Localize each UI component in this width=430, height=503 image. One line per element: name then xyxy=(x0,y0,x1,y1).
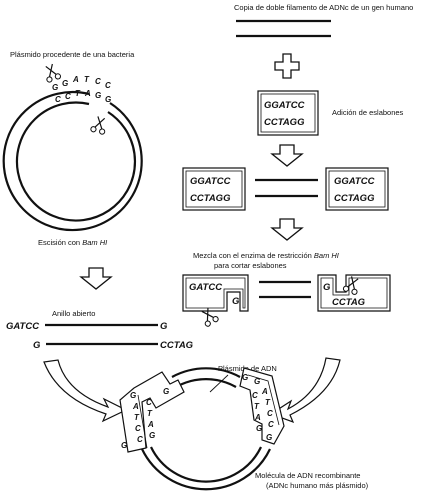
plasmid-top-letter: G xyxy=(62,79,68,88)
svg-text:G: G xyxy=(121,441,127,450)
right-box-bottom-seq: CCTAGG xyxy=(334,193,375,204)
leader-line xyxy=(209,374,229,393)
open-ring-bottom-g: G xyxy=(33,340,41,351)
open-ring-strands xyxy=(45,323,158,346)
plasmid-top-letter: C xyxy=(105,81,111,90)
scissors-icon-plasmid-top xyxy=(41,62,62,84)
plasmid-top-letter: A xyxy=(72,75,79,84)
open-ring-top-g: G xyxy=(160,321,168,332)
plus-icon xyxy=(274,53,300,79)
svg-text:A: A xyxy=(254,413,261,422)
plasmid-bottom-letter: G xyxy=(105,95,111,104)
svg-text:C: C xyxy=(267,409,273,418)
svg-text:G: G xyxy=(163,387,169,396)
cut-left-g: G xyxy=(232,296,240,307)
label-mix-line2: para cortar eslabones xyxy=(214,261,287,270)
svg-text:C: C xyxy=(135,424,141,433)
svg-text:C: C xyxy=(268,420,274,429)
ring-left-letters: G A T C C C T A G G G xyxy=(121,387,169,450)
left-box-top-seq: GGATCC xyxy=(190,176,231,187)
label-recombinant-line1: Molécula de ADN recombinante xyxy=(255,471,360,480)
svg-text:A: A xyxy=(147,420,154,429)
ring-linker-left xyxy=(119,371,185,453)
recombinant-ring xyxy=(141,367,271,491)
open-ring-top-seq: GATCC xyxy=(6,321,39,332)
label-copy-dna: Copia de doble filamento de ADNc de un g… xyxy=(234,3,413,12)
cut-linker-left xyxy=(182,274,249,328)
label-recombinant-line2: (ADNc humano más plásmido) xyxy=(266,481,369,490)
down-arrow-icon-3 xyxy=(80,267,112,290)
cdna-sticky-ends xyxy=(259,280,311,299)
down-arrow-icon-2 xyxy=(271,218,303,241)
bacterial-plasmid-ring xyxy=(2,91,143,232)
linker-bottom-seq: CCTAGG xyxy=(264,117,305,128)
curved-arrow-left xyxy=(43,359,128,423)
svg-text:G: G xyxy=(242,373,248,382)
right-box-top-seq: GGATCC xyxy=(334,176,375,187)
cut-right-g: G xyxy=(323,282,331,293)
plasmid-bottom-letter: G xyxy=(95,91,101,100)
svg-text:G: G xyxy=(130,391,136,400)
plasmid-bottom-letter: C xyxy=(65,92,71,101)
down-arrow-icon xyxy=(271,144,303,167)
cut-left-top-seq: GATCC xyxy=(189,282,222,293)
open-ring-bottom-seq: CCTAG xyxy=(160,340,194,351)
svg-text:T: T xyxy=(134,413,140,422)
cdna-double-strand xyxy=(236,19,331,38)
svg-text:A: A xyxy=(261,387,268,396)
label-add-links: Adición de eslabones xyxy=(332,108,404,117)
linker-box-left xyxy=(182,167,246,211)
linker-top-seq: GGATCC xyxy=(264,100,305,111)
svg-text:G: G xyxy=(149,431,155,440)
svg-text:T: T xyxy=(254,402,260,411)
svg-text:G: G xyxy=(254,377,260,386)
plasmid-top-letter: T xyxy=(84,75,90,84)
svg-text:G: G xyxy=(256,424,262,433)
scissors-icon-plasmid-bottom xyxy=(89,114,109,136)
label-cut-bamhi: Escisión con Bam HI xyxy=(38,238,107,247)
ring-right-letters: G A T C C C T A G G G xyxy=(242,373,274,442)
cut-linker-right xyxy=(317,274,391,312)
linker-box-right xyxy=(325,167,389,211)
plasmid-site-letters: G G A T C C C C T A G G xyxy=(52,75,111,104)
svg-text:T: T xyxy=(147,409,153,418)
plasmid-top-letter: G xyxy=(52,83,58,92)
svg-text:C: C xyxy=(146,398,152,407)
label-plasmid-bacteria: Plásmido procedente de una bacteria xyxy=(10,50,135,59)
label-mix-line1: Mezcla con el enzima de restricción Bam … xyxy=(193,251,339,260)
cut-right-bottom-seq: CCTAG xyxy=(332,297,366,308)
plasmid-bottom-letter: A xyxy=(84,89,91,98)
cdna-with-linkers xyxy=(255,178,318,198)
linker-box xyxy=(257,90,319,136)
ring-linker-right xyxy=(239,367,285,445)
plasmid-top-letter: C xyxy=(95,77,101,86)
plasmid-bottom-letter: C xyxy=(55,95,61,104)
svg-text:T: T xyxy=(265,398,271,407)
svg-text:A: A xyxy=(132,402,139,411)
plasmid-bottom-letter: T xyxy=(75,89,81,98)
label-open-ring: Anillo abierto xyxy=(52,309,95,318)
left-box-bottom-seq: CCTAGG xyxy=(190,193,231,204)
svg-text:G: G xyxy=(266,433,272,442)
svg-text:C: C xyxy=(252,391,258,400)
svg-text:C: C xyxy=(137,435,143,444)
